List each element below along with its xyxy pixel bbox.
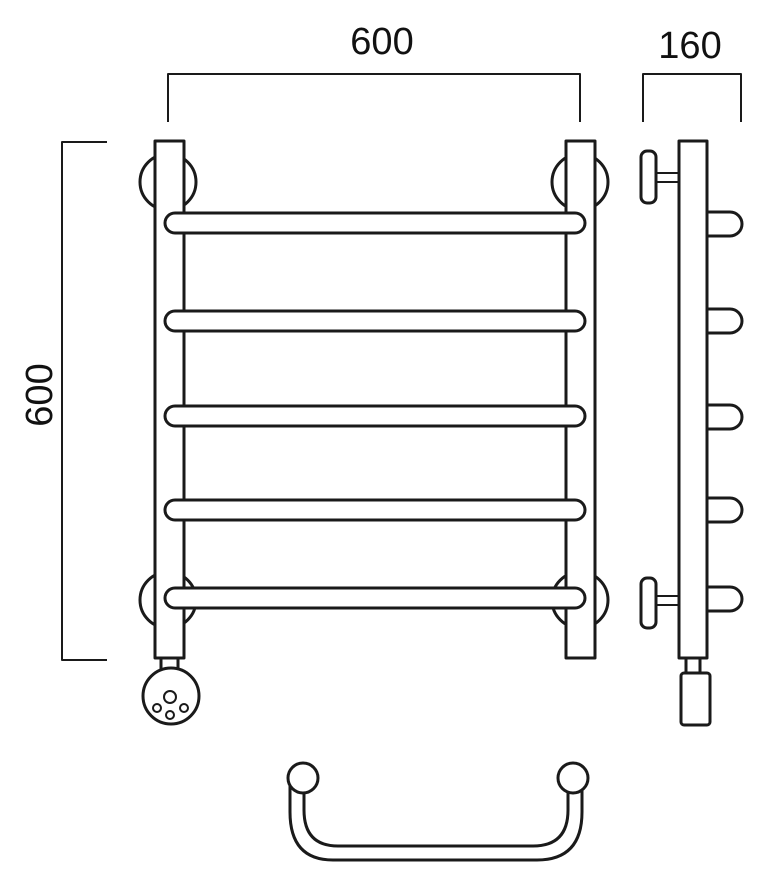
top-view	[286, 761, 590, 862]
top-view-end-right	[556, 761, 590, 795]
rung	[163, 586, 587, 610]
heater-hole	[163, 690, 177, 704]
top-view-u-profile	[288, 780, 584, 862]
width-dimension: 600	[167, 21, 581, 122]
rung	[163, 404, 587, 428]
top-view-end-left	[286, 761, 320, 795]
width-dimension-label: 600	[350, 21, 413, 63]
front-view	[138, 139, 610, 726]
side-post	[677, 139, 709, 660]
depth-dimension-line	[642, 73, 742, 122]
rung	[163, 211, 587, 235]
rung	[163, 498, 587, 522]
height-dimension-label: 600	[19, 363, 61, 426]
width-dimension-line	[167, 73, 581, 122]
heating-element	[141, 656, 201, 726]
heater-hole	[165, 710, 175, 720]
depth-dimension: 160	[642, 25, 742, 122]
heater-hole	[152, 703, 162, 713]
height-dimension-line	[61, 141, 107, 661]
depth-dimension-label: 160	[658, 25, 721, 67]
wall-bracket-top	[639, 149, 658, 205]
rung	[163, 309, 587, 333]
side-view	[639, 139, 744, 727]
heater-hole	[179, 703, 189, 713]
height-dimension: 600	[19, 141, 107, 661]
side-heater-body	[679, 671, 712, 727]
wall-bracket-bottom	[639, 576, 658, 630]
bracket-arm-bottom	[655, 595, 681, 606]
bracket-arm-top	[655, 172, 681, 183]
